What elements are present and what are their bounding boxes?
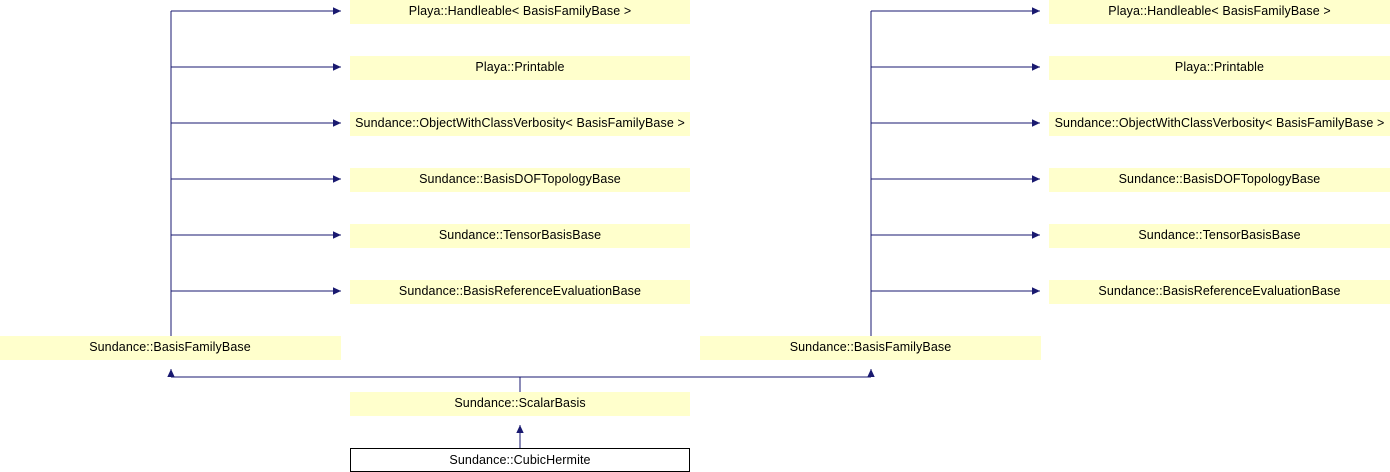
node-playa-handleable-left[interactable]: Playa::Handleable< BasisFamilyBase > xyxy=(350,0,690,24)
node-playa-printable-left[interactable]: Playa::Printable xyxy=(350,56,690,80)
node-tensorbasisbase-left[interactable]: Sundance::TensorBasisBase xyxy=(350,224,690,248)
node-objectwithclassverbosity-left[interactable]: Sundance::ObjectWithClassVerbosity< Basi… xyxy=(350,112,690,136)
node-scalarbasis[interactable]: Sundance::ScalarBasis xyxy=(350,392,690,416)
node-playa-printable-right[interactable]: Playa::Printable xyxy=(1049,56,1390,80)
node-basisreferenceevaluationbase-right[interactable]: Sundance::BasisReferenceEvaluationBase xyxy=(1049,280,1390,304)
node-basisfamilybase-left[interactable]: Sundance::BasisFamilyBase xyxy=(0,336,341,360)
node-basisfamilybase-right[interactable]: Sundance::BasisFamilyBase xyxy=(700,336,1041,360)
node-objectwithclassverbosity-right[interactable]: Sundance::ObjectWithClassVerbosity< Basi… xyxy=(1049,112,1390,136)
node-basisdoftopologybase-left[interactable]: Sundance::BasisDOFTopologyBase xyxy=(350,168,690,192)
node-playa-handleable-right[interactable]: Playa::Handleable< BasisFamilyBase > xyxy=(1049,0,1390,24)
node-cubichermite: Sundance::CubicHermite xyxy=(350,448,690,472)
node-tensorbasisbase-right[interactable]: Sundance::TensorBasisBase xyxy=(1049,224,1390,248)
node-basisreferenceevaluationbase-left[interactable]: Sundance::BasisReferenceEvaluationBase xyxy=(350,280,690,304)
node-basisdoftopologybase-right[interactable]: Sundance::BasisDOFTopologyBase xyxy=(1049,168,1390,192)
